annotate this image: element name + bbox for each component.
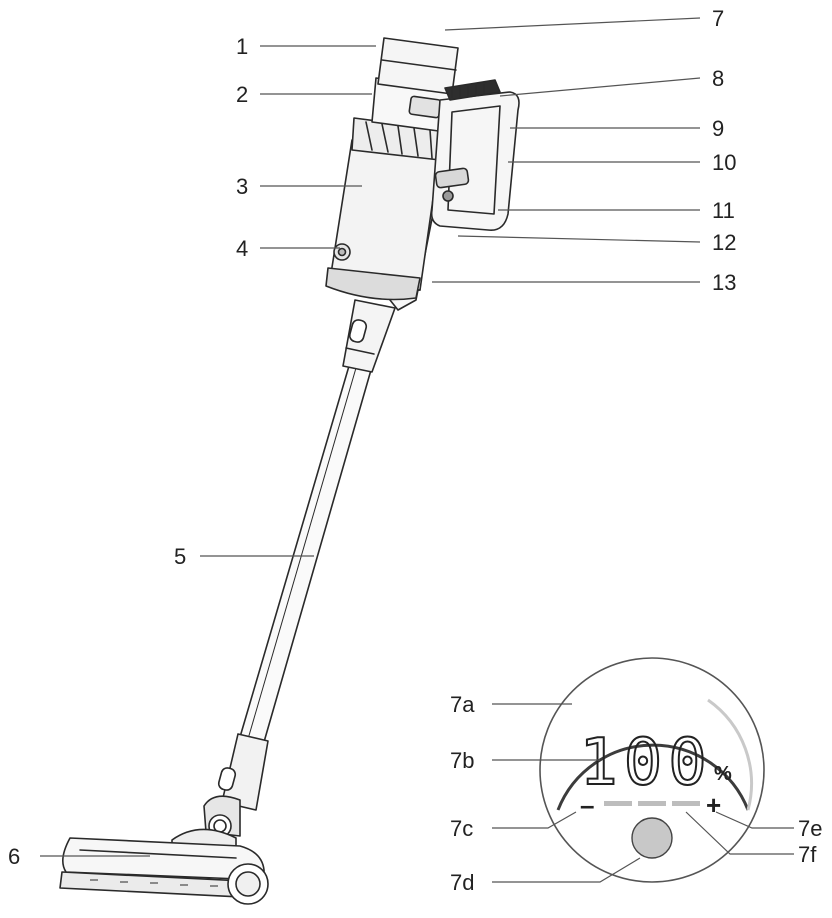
floor-head [59,828,269,905]
callout-7: 7 [712,6,724,31]
motor-cap [377,37,459,95]
power-level-1 [604,801,632,806]
display-label-7b: 7b [450,748,474,773]
callout-2: 2 [236,82,248,107]
display-label-7a: 7a [450,692,475,717]
battery-unit: % [714,763,732,785]
power-level-3 [672,801,700,806]
callout-1: 1 [236,34,248,59]
battery-arc [556,743,750,811]
callout-10: 10 [712,150,736,175]
lower-joint [203,733,269,838]
callout-8: 8 [712,66,724,91]
display-label-7f: 7f [798,842,817,867]
handle-grip [430,79,520,231]
callout-6: 6 [8,844,20,869]
display-detail: 100 % – + 7a 7b 7c 7d 7e 7f [450,657,822,895]
dust-bin [325,139,441,301]
callout-numbers: 1 2 3 4 5 6 7 8 9 10 11 12 13 [8,6,736,869]
display-label-7e: 7e [798,816,822,841]
callout-9: 9 [712,116,724,141]
power-level-2 [638,801,666,806]
vacuum-illustration [59,37,520,905]
display-label-7c: 7c [450,816,473,841]
callout-lines [40,17,701,857]
callout-12: 12 [712,230,736,255]
display-face [539,657,765,883]
plus-indicator: + [706,790,721,820]
callout-4: 4 [236,236,248,261]
callout-13: 13 [712,270,736,295]
battery-arc-faded [707,698,753,811]
power-button[interactable] [631,817,673,859]
minus-indicator: – [580,790,594,820]
callout-3: 3 [236,174,248,199]
callout-5: 5 [174,544,186,569]
callout-11: 11 [712,198,735,223]
battery-readout: 100 [579,726,713,800]
display-label-7d: 7d [450,870,474,895]
wand-coupling [342,299,396,373]
wand-tube [239,365,372,743]
